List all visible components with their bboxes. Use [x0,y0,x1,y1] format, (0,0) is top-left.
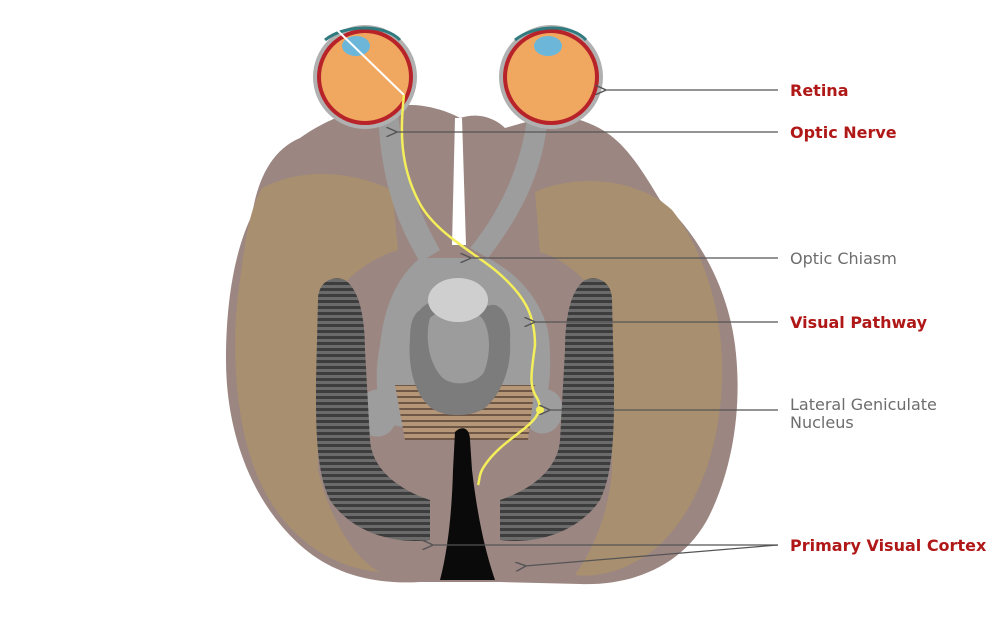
right-eye [499,25,603,129]
optic-chiasm-label: Optic Chiasm [790,249,897,268]
pituitary-blob [428,278,488,322]
lgn-synapse-dot [536,406,544,414]
lgn-label-line2: Nucleus [790,413,854,432]
primary-visual-cortex-label: Primary Visual Cortex [790,536,987,555]
optic-nerve-label: Optic Nerve [790,123,897,142]
visual-pathway-label: Visual Pathway [790,313,928,332]
lgn-label-line1: Lateral Geniculate [790,395,937,414]
retina-label: Retina [790,81,849,100]
